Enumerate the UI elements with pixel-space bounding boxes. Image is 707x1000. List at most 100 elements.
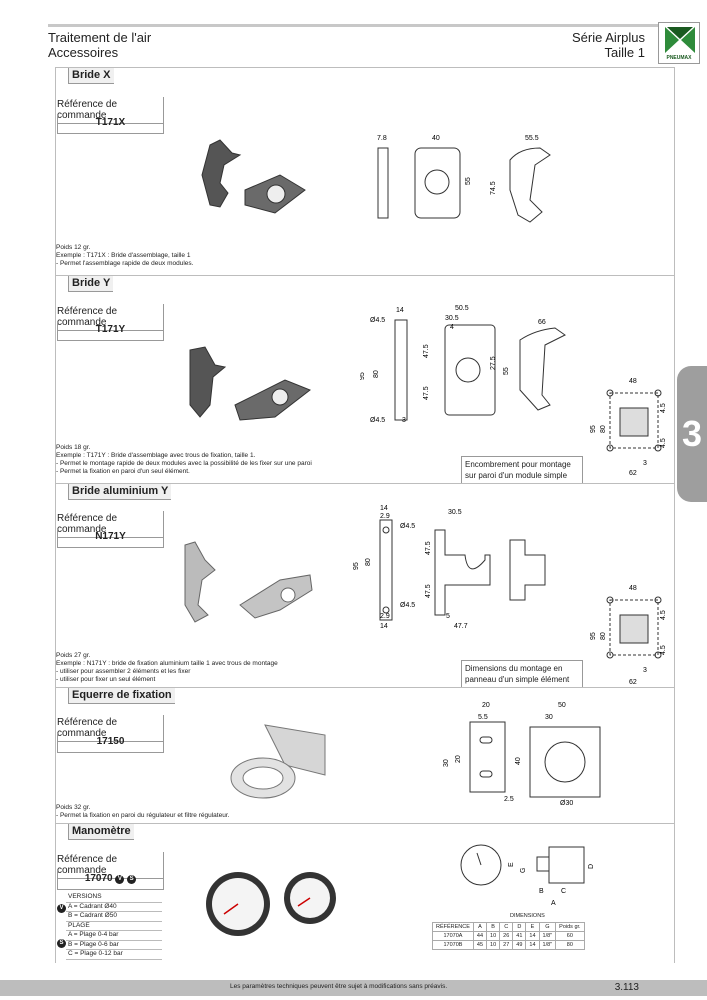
dim-label: 30.5: [445, 315, 459, 322]
note-line: Poids 18 gr.: [56, 444, 91, 451]
logo-text: PNEUMAX: [666, 55, 692, 61]
note-line: - Permet le montage rapide de deux modul…: [56, 460, 312, 467]
section-notes: Poids 27 gr. Exemple : N171Y : bride de …: [56, 652, 278, 684]
section-notes: Poids 12 gr. Exemple : T171X : Bride d'a…: [56, 244, 193, 268]
dim-label: 95: [590, 632, 597, 640]
dim-label: 14: [396, 307, 404, 314]
ref-code-text: 17070: [84, 873, 113, 884]
dim-label: E: [508, 862, 515, 867]
table-cell: 27: [499, 940, 514, 950]
ref-label: Référence de commande: [57, 852, 164, 879]
version-badge: V: [115, 875, 125, 884]
dim-label: Ø4.5: [370, 317, 385, 324]
table-cell: 10: [486, 931, 501, 941]
manometer-drawing: E G D B C A: [460, 844, 595, 907]
header-left: Traitement de l'air Accessoires: [48, 30, 151, 60]
bride-alu-mount-drawing: 48 4.5 95 80 4.5 3 62: [590, 585, 667, 686]
box-note-line: panneau d'un simple élément: [465, 675, 570, 684]
bride-y-photo: [189, 346, 311, 421]
version-option: A = Cadrant Ø40: [66, 903, 162, 912]
header-rule: [48, 24, 658, 27]
dim-label: 4.5: [660, 438, 667, 448]
dim-label: 2.9: [380, 613, 390, 620]
dim-label: 4.5: [660, 403, 667, 413]
dim-label: 47.5: [425, 584, 432, 598]
section-title: Manomètre: [68, 824, 134, 840]
dim-label: 4.5: [660, 645, 667, 655]
plage-title: PLAGE: [66, 922, 162, 931]
dim-label: 62: [629, 470, 637, 477]
dim-label: 2.5: [504, 796, 514, 803]
table-header-cell: Poids gr.: [555, 922, 585, 932]
page-number: 3.113: [614, 982, 639, 993]
section-divider: [55, 275, 675, 276]
dim-label: 80: [373, 370, 380, 378]
ref-code: T171Y: [57, 321, 164, 341]
dim-label: 20: [482, 702, 490, 709]
table-row: 17070B 45 10 27 49 14 1/8" 80: [432, 940, 585, 950]
dim-label: 4: [450, 324, 454, 331]
logo-mark-icon: [665, 27, 695, 53]
section-divider: [55, 483, 675, 484]
dim-label: 55: [503, 367, 510, 375]
version-option: B = Cadrant Ø50: [66, 912, 162, 922]
table-cell: 14: [525, 931, 540, 941]
range-badge: S: [57, 939, 66, 948]
section-divider: [55, 823, 675, 824]
table-cell: 49: [512, 940, 527, 950]
ref-label: Référence de commande: [57, 511, 164, 538]
note-line: Exemple : N171Y : bride de fixation alum…: [56, 660, 278, 667]
table-cell: 14: [525, 940, 540, 950]
note-line: Poids 32 gr.: [56, 804, 91, 811]
dim-label: 14: [380, 623, 388, 630]
table-header-row: RÉFÉRENCE A B C D E G Poids gr.: [432, 922, 585, 932]
section-title: Equerre de fixation: [68, 688, 175, 704]
dim-label: 20: [455, 755, 462, 763]
dim-label: 30: [545, 714, 553, 721]
section-notes: Poids 18 gr. Exemple : T171Y : Bride d'a…: [56, 444, 312, 476]
section-divider: [55, 687, 675, 688]
dim-label: B: [539, 888, 544, 895]
header-title: Traitement de l'air: [48, 30, 152, 45]
table-header-cell: D: [512, 922, 527, 932]
dim-label: 40: [432, 135, 440, 142]
ref-label: Référence de commande: [57, 715, 164, 742]
dim-label: 48: [629, 378, 637, 385]
version-badge: V: [57, 904, 66, 913]
table-header-cell: A: [472, 922, 488, 932]
dim-label: 80: [600, 632, 607, 640]
table-header-cell: C: [499, 922, 514, 932]
footer-disclaimer: Les paramètres techniques peuvent être s…: [230, 983, 448, 990]
table-row: 17070A 44 10 26 41 14 1/8" 60: [432, 931, 585, 941]
dim-label: 50.5: [455, 305, 469, 312]
table-header-cell: B: [486, 922, 501, 932]
dim-label: 5.5: [478, 714, 488, 721]
section-title: Bride X: [68, 68, 114, 84]
dim-label: Ø4.5: [400, 523, 415, 530]
bride-y-drawing: 14 Ø4.5 50.5 30.5 4 66 95 80 47.5 47.5 2…: [360, 305, 566, 424]
mount-note-box: Encombrement pour montage sur paroi d'un…: [461, 456, 583, 484]
ref-code: 17070 V S: [57, 870, 164, 890]
table-cell: 41: [512, 931, 527, 941]
chapter-tab[interactable]: 3: [677, 366, 707, 502]
brand-logo: PNEUMAX: [658, 22, 700, 64]
versions-title: VERSIONS: [66, 893, 162, 903]
note-line: - Permet la fixation en paroi d'un seul …: [56, 468, 190, 475]
dim-label: 55.5: [525, 135, 539, 142]
section-divider: [55, 67, 675, 68]
table-cell: 10: [486, 940, 501, 950]
mount-note-box: Dimensions du montage en panneau d'un si…: [461, 660, 583, 688]
ref-code: N171Y: [57, 528, 164, 548]
dim-label: 5: [446, 613, 450, 620]
bride-alu-photo: [184, 541, 313, 623]
dim-label: 62: [629, 679, 637, 686]
dim-label: 7.8: [377, 135, 387, 142]
header-right: Série Airplus Taille 1: [572, 30, 645, 60]
dim-label: 14: [380, 505, 388, 512]
table-cell: 1/8": [538, 940, 557, 950]
dim-label: 48: [629, 585, 637, 592]
dim-label: D: [588, 864, 595, 869]
bride-alu-drawing: 14 2.9 Ø4.5 30.5 95 80 47.5 47.5 Ø4.5 5 …: [353, 505, 546, 630]
table-header-cell: E: [525, 922, 540, 932]
plage-option: A = Plage 0-4 bar: [66, 931, 162, 941]
